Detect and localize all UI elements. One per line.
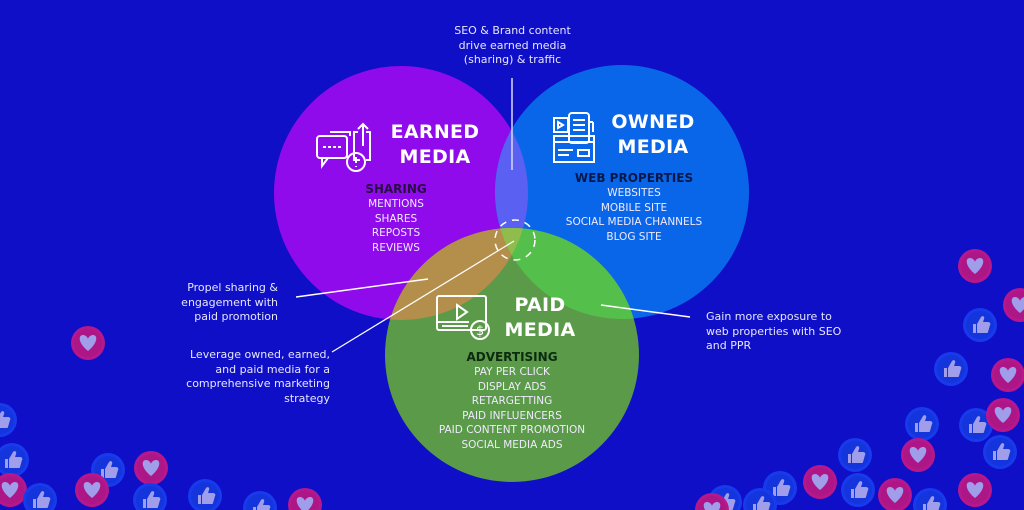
annotation-left-upper: Propel sharing & engagement with paid pr… <box>181 281 278 323</box>
annotation-right: Gain more exposure to web properties wit… <box>706 310 842 352</box>
earned-heading: SHARING <box>365 182 427 196</box>
paid-heading: ADVERTISING <box>466 350 558 364</box>
video-dollar-icon: $ <box>436 295 490 340</box>
web-properties-devices-icon <box>553 112 595 163</box>
paid-media-title: PAID MEDIA <box>504 294 576 341</box>
owned-media-title: OWNED MEDIA <box>611 111 695 158</box>
earned-media-title: EARNED MEDIA <box>390 121 480 168</box>
earned-media-list: SHARING MENTIONS SHARES REPOSTS REVIEWS <box>336 182 456 255</box>
svg-text:$: $ <box>476 324 484 339</box>
annotation-left-lower: Leverage owned, earned, and paid media f… <box>186 348 330 405</box>
owned-heading: WEB PROPERTIES <box>574 171 694 185</box>
annotation-top: SEO & Brand content drive earned media (… <box>454 24 571 66</box>
paid-media-list: ADVERTISING PAY PER CLICK DISPLAY ADS RE… <box>422 350 602 452</box>
chat-share-alert-icon <box>316 122 371 172</box>
owned-media-list: WEB PROPERTIES WEBSITES MOBILE SITE SOCI… <box>554 171 714 244</box>
